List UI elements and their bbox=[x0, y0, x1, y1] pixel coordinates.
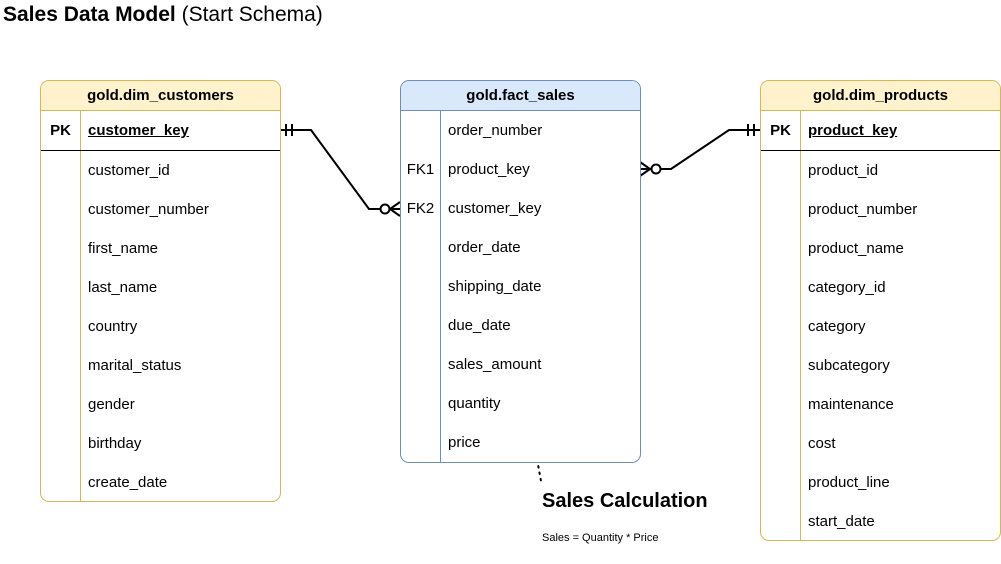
field-row[interactable]: due_date bbox=[401, 306, 640, 345]
field-row[interactable]: product_id bbox=[761, 151, 1000, 190]
field-name: product_id bbox=[808, 162, 879, 179]
field-name: first_name bbox=[88, 240, 159, 257]
field-row[interactable]: product_line bbox=[761, 463, 1000, 502]
field-row[interactable]: product_number bbox=[761, 190, 1000, 229]
field-name: birthday bbox=[88, 435, 142, 452]
field-name: product_name bbox=[808, 240, 904, 257]
diagram-title-sub: (Start Schema) bbox=[181, 3, 323, 26]
field-row[interactable]: product_name bbox=[761, 229, 1000, 268]
field-name: category bbox=[808, 318, 866, 335]
table-header: gold.fact_sales bbox=[401, 81, 640, 111]
field-row[interactable]: last_name bbox=[41, 268, 280, 307]
customers-fact-line bbox=[280, 129, 400, 210]
field-name: quantity bbox=[448, 395, 501, 412]
field-row[interactable]: birthday bbox=[41, 424, 280, 463]
field-row[interactable]: quantity bbox=[401, 384, 640, 423]
field-name: sales_amount bbox=[448, 356, 542, 373]
field-name: country bbox=[88, 318, 138, 335]
field-row[interactable]: marital_status bbox=[41, 346, 280, 385]
field-row[interactable]: start_date bbox=[761, 502, 1000, 540]
crows-foot-upper bbox=[389, 201, 401, 210]
field-row[interactable]: country bbox=[41, 307, 280, 346]
field-name: create_date bbox=[88, 474, 168, 491]
field-key: PK bbox=[770, 122, 791, 139]
field-row[interactable]: price bbox=[401, 423, 640, 462]
field-row[interactable]: PK customer_key bbox=[41, 111, 280, 151]
field-name: marital_status bbox=[88, 357, 182, 374]
diagram-title-main: Sales Data Model bbox=[3, 3, 176, 26]
field-row[interactable]: customer_id bbox=[41, 151, 280, 190]
field-row[interactable]: customer_number bbox=[41, 190, 280, 229]
field-row[interactable]: order_number bbox=[401, 111, 640, 150]
crows-foot-lower-2 bbox=[639, 168, 651, 177]
field-name: start_date bbox=[808, 513, 875, 530]
field-row[interactable]: cost bbox=[761, 424, 1000, 463]
field-name: order_date bbox=[448, 239, 521, 256]
field-row[interactable]: maintenance bbox=[761, 385, 1000, 424]
crows-foot-upper-2 bbox=[639, 161, 651, 170]
field-row[interactable]: PK product_key bbox=[761, 111, 1000, 151]
field-row[interactable]: FK2 customer_key bbox=[401, 189, 640, 228]
table-dim-products[interactable]: gold.dim_products PK product_key product_i… bbox=[760, 80, 1001, 541]
field-key: FK2 bbox=[406, 200, 435, 217]
field-name: order_number bbox=[448, 122, 543, 139]
field-row[interactable]: create_date bbox=[41, 463, 280, 501]
field-name: product_key bbox=[448, 161, 530, 178]
field-name: customer_key bbox=[448, 200, 542, 217]
field-name: subcategory bbox=[808, 357, 890, 374]
field-name: last_name bbox=[88, 279, 158, 296]
field-name: category_id bbox=[808, 279, 886, 296]
fact-products-relationship bbox=[639, 124, 760, 177]
field-name: customer_number bbox=[88, 201, 209, 218]
field-name: product_key bbox=[808, 122, 898, 139]
field-name: due_date bbox=[448, 317, 511, 334]
field-name: gender bbox=[88, 396, 135, 413]
field-row[interactable]: category_id bbox=[761, 268, 1000, 307]
table-header: gold.dim_products bbox=[761, 81, 1000, 111]
field-row[interactable]: FK1 product_key bbox=[401, 150, 640, 189]
crows-foot-lower bbox=[389, 208, 401, 217]
diagram-title: Sales Data Model (Start Schema) bbox=[3, 3, 323, 27]
customers-fact-relationship bbox=[280, 124, 401, 217]
field-name: cost bbox=[808, 435, 836, 452]
field-row[interactable]: first_name bbox=[41, 229, 280, 268]
fact-products-line bbox=[640, 129, 760, 170]
field-name: maintenance bbox=[808, 396, 894, 413]
field-row[interactable]: order_date bbox=[401, 228, 640, 267]
table-body: PK customer_key customer_id customer_number… bbox=[41, 111, 280, 501]
field-row[interactable]: gender bbox=[41, 385, 280, 424]
field-key: FK1 bbox=[406, 161, 435, 178]
note-formula: Sales = Quantity * Price bbox=[542, 532, 659, 544]
field-name: customer_id bbox=[88, 162, 170, 179]
table-header: gold.dim_customers bbox=[41, 81, 280, 111]
field-name: shipping_date bbox=[448, 278, 542, 295]
field-name: customer_key bbox=[88, 122, 189, 139]
field-row[interactable]: subcategory bbox=[761, 346, 1000, 385]
field-row[interactable]: shipping_date bbox=[401, 267, 640, 306]
zero-optional-circle bbox=[379, 203, 391, 215]
field-row[interactable]: sales_amount bbox=[401, 345, 640, 384]
field-name: product_number bbox=[808, 201, 918, 218]
note-title: Sales Calculation bbox=[542, 490, 708, 512]
field-name: product_line bbox=[808, 474, 890, 491]
zero-optional-circle-2 bbox=[650, 163, 662, 175]
field-row[interactable]: category bbox=[761, 307, 1000, 346]
field-name: price bbox=[448, 434, 481, 451]
field-key: PK bbox=[50, 122, 71, 139]
